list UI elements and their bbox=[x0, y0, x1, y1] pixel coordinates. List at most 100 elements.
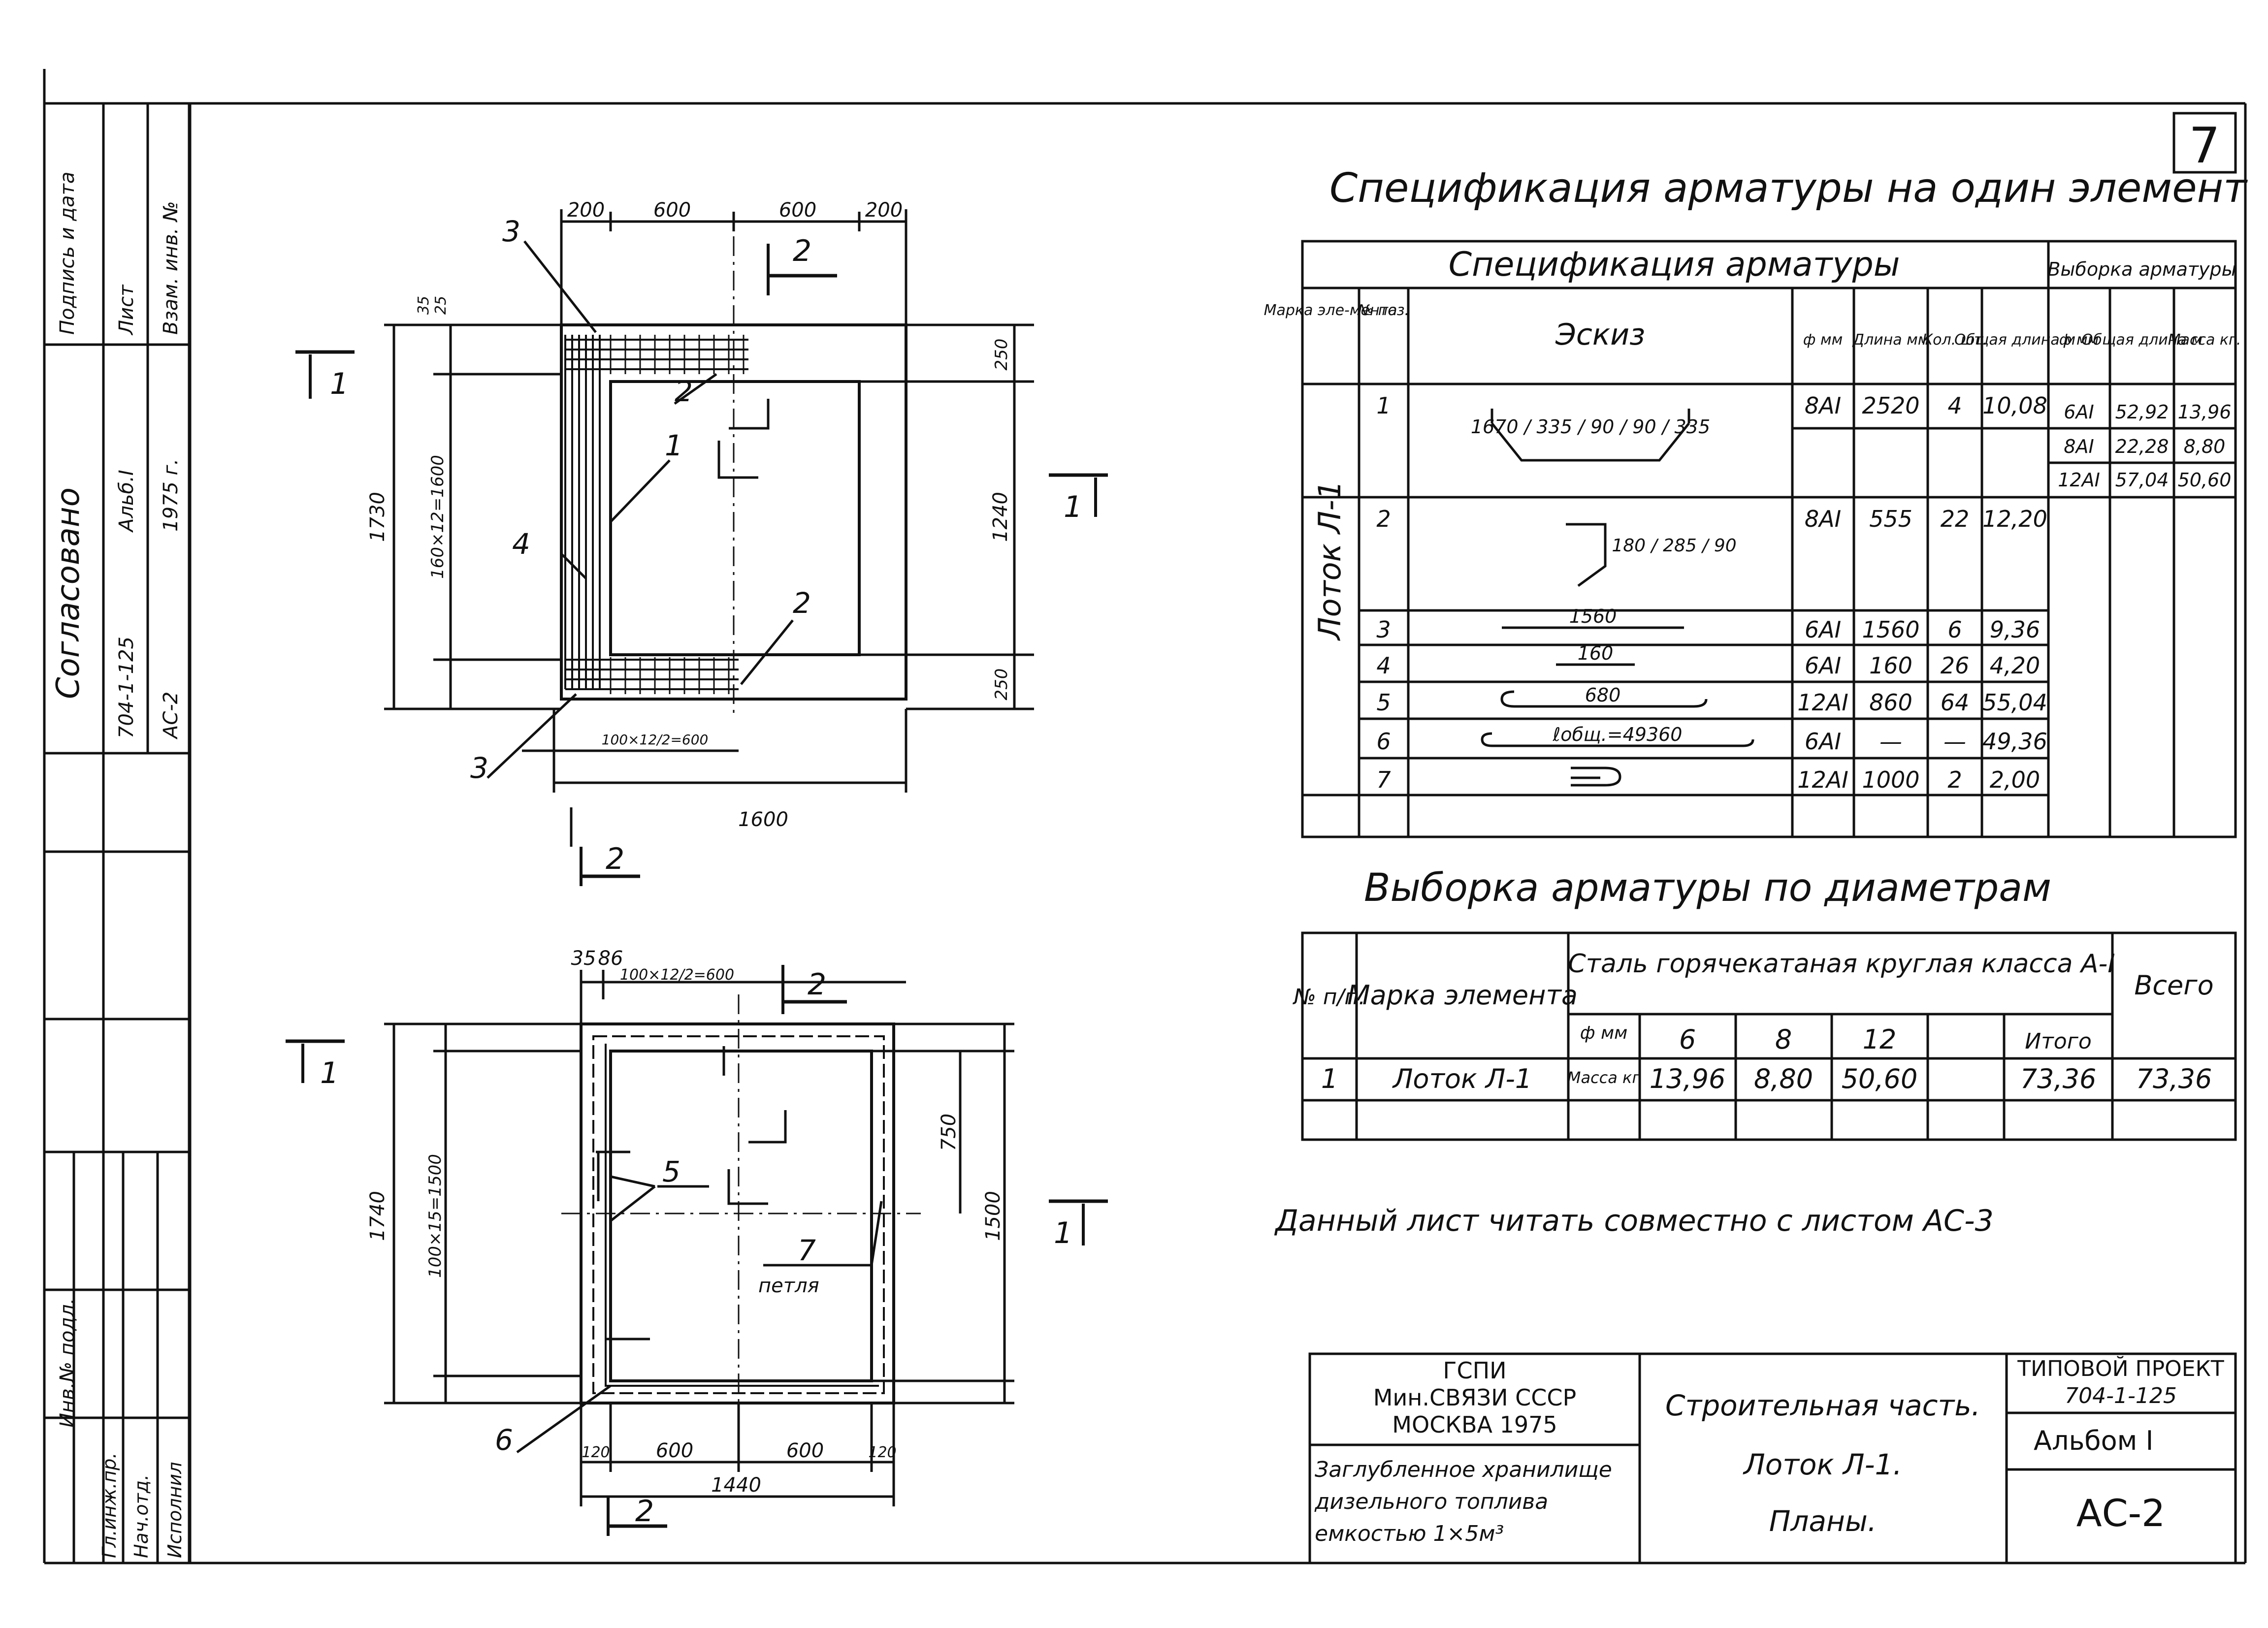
spec-col-dia: ф мм bbox=[1803, 331, 1843, 349]
spec-pos-1: 1 bbox=[1376, 392, 1391, 419]
p1-pos2-top: 2 bbox=[675, 375, 693, 408]
stamp-text-2: Лист bbox=[115, 284, 138, 336]
spec-col-sketch: Эскиз bbox=[1555, 318, 1645, 352]
tb-org3: МОСКВА 1975 bbox=[1392, 1411, 1557, 1438]
diam-d12: 12 bbox=[1863, 1024, 1897, 1055]
p2-dim-100x15: 100×15=1500 bbox=[425, 1154, 445, 1278]
p1-dim-160x12: 160×12=1600 bbox=[428, 455, 448, 579]
spec-table-grid bbox=[1301, 240, 2237, 838]
diam-row-total: 73,36 bbox=[2136, 1063, 2212, 1094]
vyborka-mass-2: 8,80 bbox=[2184, 436, 2226, 457]
diam-col-total: Всего bbox=[2134, 970, 2213, 1001]
diam-col-mark: Марка элемента bbox=[1347, 980, 1578, 1011]
vyborka-len-1: 52,92 bbox=[2115, 401, 2169, 423]
p1-cut1-right: 1 bbox=[1064, 490, 1082, 524]
spec-len-1: 2520 bbox=[1862, 392, 1919, 419]
stamp-text-8: Альб.I bbox=[115, 470, 138, 533]
tb-desc2: дизельного топлива bbox=[1314, 1489, 1548, 1514]
page-number-box bbox=[2172, 112, 2237, 174]
diam-table-text: № п/п. Марка элемента Сталь горячекатана… bbox=[1292, 949, 2214, 1094]
spec-column-headers: Марка эле-мента № поз. Эскиз ф мм Длина … bbox=[1264, 302, 2241, 352]
tb-part: Строительная часть. bbox=[1665, 1389, 1980, 1422]
spec-subheading: Спецификация арматуры bbox=[1449, 245, 1900, 284]
stamp-name-1: Гл.инж.пр. bbox=[98, 1453, 120, 1558]
p1-cut2-bot: 2 bbox=[606, 842, 624, 876]
p2-dim-86: 86 bbox=[598, 947, 623, 970]
spec-sketch-3: 1560 bbox=[1569, 606, 1617, 627]
p1-dim-200b: 200 bbox=[865, 199, 903, 222]
diam-col-mass: Масса кг bbox=[1567, 1068, 1641, 1087]
sheet-frame bbox=[43, 69, 2247, 1564]
spec-sketch-2: 180 / 285 / 90 bbox=[1612, 536, 1736, 556]
plan-1-text: 200 600 600 200 1730 160×12=1600 1240 25… bbox=[330, 199, 1082, 876]
spec-dia-5: 12АI bbox=[1797, 689, 1848, 716]
p1-pos1: 1 bbox=[665, 429, 683, 462]
p1-cut2-top: 2 bbox=[793, 234, 811, 268]
diam-col-itogo: Итого bbox=[2025, 1029, 2092, 1054]
tb-desc1: Заглубленное хранилище bbox=[1315, 1457, 1612, 1482]
spec-total-3: 9,36 bbox=[1990, 616, 2040, 643]
spec-sketch-5: 680 bbox=[1585, 684, 1621, 706]
title-block-grid bbox=[1308, 1352, 2237, 1564]
p1-dim-1730: 1730 bbox=[366, 492, 389, 542]
spec-pos-2: 2 bbox=[1376, 506, 1391, 532]
diam-col-steel: Сталь горячекатаная круглая класса А-I bbox=[1568, 949, 2115, 979]
spec-sketch-4: 160 bbox=[1578, 642, 1614, 664]
p2-dim-1440: 1440 bbox=[711, 1474, 761, 1497]
p1-pos3-top: 3 bbox=[502, 215, 520, 248]
spec-element-name: Лоток Л-1 bbox=[1312, 480, 1348, 641]
vyborka-dia-2: 8АI bbox=[2064, 436, 2094, 457]
p1-pos2-bot: 2 bbox=[793, 586, 811, 620]
p2-petlya: петля bbox=[758, 1275, 819, 1297]
spec-total-7: 2,00 bbox=[1990, 766, 2040, 793]
rebar-sketches bbox=[1481, 409, 1754, 787]
tb-project1: ТИПОВОЙ ПРОЕКТ bbox=[2017, 1355, 2224, 1381]
diam-table-grid bbox=[1301, 931, 2237, 1141]
p1-pos4: 4 bbox=[512, 527, 530, 561]
spec-total-6: 49,36 bbox=[1982, 728, 2047, 755]
stamp-text-6: 704-1-125 bbox=[115, 637, 138, 738]
p1-dim-600a: 600 bbox=[653, 199, 691, 222]
tb-desc3: емкостью 1×5м³ bbox=[1315, 1521, 1504, 1546]
spec-len-5: 860 bbox=[1869, 689, 1912, 716]
side-stamp-text: Инв.№ подл. Лист Подпись и дата Взам. ин… bbox=[50, 172, 186, 1558]
vyborka-dia-1: 6АI bbox=[2064, 401, 2094, 423]
spec-dia-6: 6АI bbox=[1805, 728, 1841, 755]
p2-dim-35: 35 bbox=[571, 947, 596, 970]
tb-view: Планы. bbox=[1769, 1504, 1877, 1538]
spec-qty-4: 26 bbox=[1941, 652, 1970, 679]
p2-dim-top: 100×12/2=600 bbox=[620, 966, 734, 984]
spec-qty-2: 22 bbox=[1941, 506, 1970, 532]
spec-total-5: 55,04 bbox=[1982, 689, 2047, 716]
vyborka-dia-3: 12АI bbox=[2058, 469, 2100, 491]
p2-dim-600b: 600 bbox=[786, 1439, 824, 1462]
p1-cut1-left: 1 bbox=[330, 367, 349, 401]
p2-dim-750: 750 bbox=[938, 1114, 960, 1151]
p2-dim-120a: 120 bbox=[582, 1444, 610, 1461]
spec-sketch-1: 1670 / 335 / 90 / 90 / 335 bbox=[1471, 416, 1710, 438]
spec-col-vmass: Масса кг. bbox=[2168, 331, 2241, 349]
p2-cut2-top: 2 bbox=[808, 967, 826, 1002]
spec-dia-1: 8АI bbox=[1805, 392, 1841, 419]
p1-dim-250a: 250 bbox=[992, 339, 1011, 371]
diam-col-dia: ф мм bbox=[1580, 1023, 1628, 1043]
spec-dia-4: 6АI bbox=[1805, 652, 1841, 679]
p1-dim-35: 35 bbox=[415, 296, 432, 315]
spec-len-7: 1000 bbox=[1862, 766, 1919, 793]
spec-len-2: 555 bbox=[1869, 506, 1912, 532]
plan-2 bbox=[286, 965, 1108, 1536]
stamp-name-2: Нач.отд. bbox=[130, 1474, 152, 1558]
spec-dia-3: 6АI bbox=[1805, 616, 1841, 643]
p1-dim-1600: 1600 bbox=[738, 808, 788, 831]
spec-col-qty: Кол. шт. bbox=[1922, 331, 1987, 349]
p1-pos3-bot: 3 bbox=[470, 751, 488, 785]
p1-dim-bot: 100×12/2=600 bbox=[602, 732, 709, 748]
stamp-text-7: АС-2 bbox=[160, 692, 182, 740]
stamp-text-3: Подпись и дата bbox=[56, 172, 79, 335]
spec-col-vlen: Общая длина м bbox=[2081, 331, 2203, 349]
spec-pos-3: 3 bbox=[1376, 616, 1391, 643]
vyborka-mass-3: 50,60 bbox=[2178, 469, 2232, 491]
plan-2-text: 35 86 100×12/2=600 1740 100×15=1500 750 … bbox=[320, 947, 1072, 1529]
p1-dim-600b: 600 bbox=[779, 199, 816, 222]
diam-row-itogo: 73,36 bbox=[2020, 1063, 2097, 1094]
